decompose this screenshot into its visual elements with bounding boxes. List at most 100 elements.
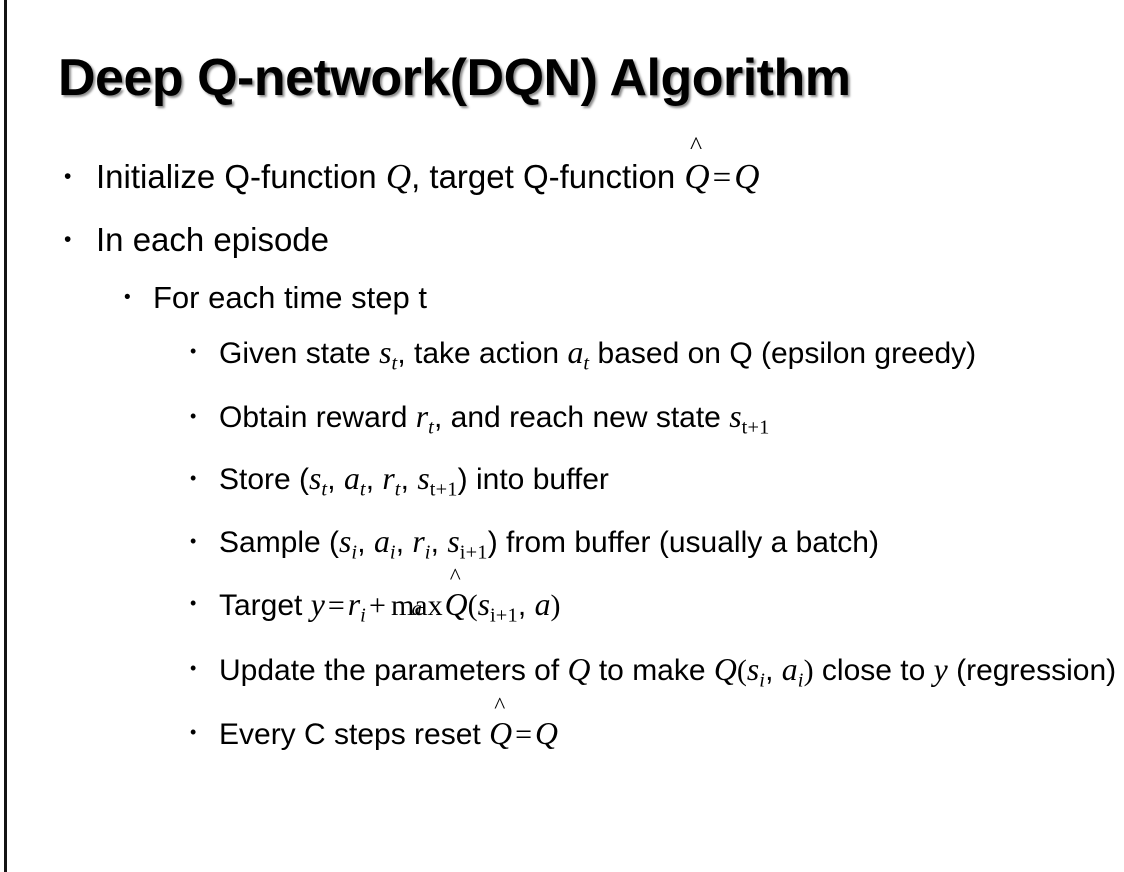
math-var-a: a <box>567 335 584 370</box>
math-var-s: s <box>309 461 322 497</box>
math-paren-close: ) <box>550 589 561 623</box>
math-sub-i: i <box>389 541 396 564</box>
list-item-text: In each episode <box>96 221 330 258</box>
text-comma-2: , <box>395 525 413 559</box>
text-given-state-p2: , take action <box>397 337 568 370</box>
math-var-s: s <box>379 335 392 370</box>
bullet-dot-icon: • <box>190 468 197 489</box>
math-paren-open: ( <box>467 589 478 623</box>
list-item-initialize: • Initialize Q-function Q, target Q-func… <box>0 133 1124 209</box>
math-paren-open: ( <box>736 653 747 687</box>
text-comma: , <box>765 653 782 687</box>
text-store-p1: Store ( <box>219 463 310 497</box>
math-var-s: s <box>729 398 742 434</box>
math-var-a: a <box>781 651 798 687</box>
bullet-dot-icon: • <box>64 165 72 188</box>
left-edge-rule <box>4 0 7 872</box>
text-sample-p1: Sample ( <box>219 525 340 559</box>
list-item-text: For each time step t <box>153 280 427 315</box>
list-item-sample: • Sample (si, ai, ri, si+1) from buffer … <box>0 516 1124 579</box>
text-given-state-p1: Given state <box>219 337 380 370</box>
math-sub-iplus1: i+1 <box>459 541 488 564</box>
math-var-q2: Q <box>713 651 737 687</box>
list-item-update: • Update the parameters of Q to make Q(s… <box>0 643 1124 708</box>
math-qhat-base: Q <box>489 716 513 752</box>
math-var-s: s <box>477 587 490 623</box>
math-var-s2: s <box>447 523 460 559</box>
math-sub-iplus1: i+1 <box>489 604 518 627</box>
math-sub-i: i <box>759 669 766 692</box>
math-equals: = <box>327 589 345 623</box>
text-obtain-reward-p1: Obtain reward <box>219 400 416 434</box>
math-sub-i: i <box>797 669 804 692</box>
bullet-dot-icon: • <box>190 722 197 743</box>
math-var-q2: Q <box>734 157 760 196</box>
math-var-s: s <box>746 651 760 687</box>
math-sub-t: t <box>321 478 328 501</box>
math-qhat-base: Q <box>684 157 710 196</box>
math-var-q: Q <box>385 157 412 196</box>
math-plus: + <box>369 589 386 623</box>
math-var-a: a <box>373 523 390 559</box>
math-var-qhat: ^Q <box>444 565 468 632</box>
list-item-in-each-episode: • In each episode <box>0 209 1124 270</box>
text-comma: , <box>517 589 535 623</box>
text-initialize-mid: , target Q-function <box>411 158 685 195</box>
math-sub-i: i <box>360 604 367 627</box>
text-store-p2: ) into buffer <box>457 463 609 497</box>
list-item-text: Given state st, take action at based on … <box>219 326 1124 391</box>
math-var-y: y <box>933 651 948 687</box>
bullet-dot-icon: • <box>124 287 131 308</box>
math-sub-i: i <box>424 541 431 564</box>
text-comma-2: , <box>365 463 383 497</box>
math-var-q1: Q <box>567 651 591 687</box>
bullet-dot-icon: • <box>190 657 197 678</box>
bullet-dot-icon: • <box>190 405 197 426</box>
math-var-q: Q <box>534 716 558 752</box>
math-sub-t: t <box>583 352 590 375</box>
text-update-p4: (regression) <box>947 653 1117 687</box>
text-update-p2: to make <box>590 653 714 687</box>
math-equals: = <box>515 718 532 752</box>
math-var-a: a <box>343 461 360 497</box>
text-initialize-prefix: Initialize Q-function <box>96 158 386 195</box>
page-title: Deep Q-network(DQN) Algorithm <box>58 49 851 107</box>
list-item-every-c-steps: • Every C steps reset ^Q=Q <box>0 694 1124 761</box>
list-item-store: • Store (st, at, rt, st+1) into buffer <box>0 453 1124 516</box>
list-item-given-state: • Given state st, take action at based o… <box>0 326 1124 391</box>
math-var-qhat: ^Q <box>684 133 710 207</box>
list-item-text: Obtain reward rt, and reach new state st… <box>219 391 1124 454</box>
hat-accent-icon: ^ <box>449 564 461 591</box>
math-var-s2: s <box>417 461 430 497</box>
list-item-text: Update the parameters of Q to make Q(si,… <box>219 643 1124 708</box>
math-sub-tplus1: t+1 <box>741 416 770 439</box>
math-var-r: r <box>347 587 361 623</box>
list-item-text: Sample (si, ai, ri, si+1) from buffer (u… <box>219 516 1124 579</box>
math-sub-t: t <box>394 478 401 501</box>
math-sub-t: t <box>359 478 366 501</box>
text-comma-3: , <box>430 525 448 559</box>
math-var-r: r <box>382 461 395 497</box>
list-item-text: Store (st, at, rt, st+1) into buffer <box>219 453 1124 516</box>
bullet-dot-icon: • <box>190 341 197 361</box>
text-target-p1: Target <box>219 589 311 623</box>
text-given-state-p3: based on Q (epsilon greedy) <box>589 337 977 370</box>
math-var-r: r <box>412 523 425 559</box>
math-var-s: s <box>339 523 352 559</box>
math-qhat-base: Q <box>444 587 468 623</box>
bullet-list: • Initialize Q-function Q, target Q-func… <box>0 133 1124 761</box>
text-every-c-p1: Every C steps reset <box>219 718 490 752</box>
math-var-r: r <box>415 398 429 434</box>
bullet-dot-icon: • <box>190 593 197 614</box>
math-sub-i: i <box>351 541 358 564</box>
text-update-p3: close to <box>813 653 934 687</box>
math-var-a: a <box>534 587 551 623</box>
text-update-p1: Update the parameters of <box>219 653 568 687</box>
math-equals: = <box>712 160 732 196</box>
math-paren-close: ) <box>803 653 814 687</box>
math-sub-t: t <box>428 416 435 439</box>
